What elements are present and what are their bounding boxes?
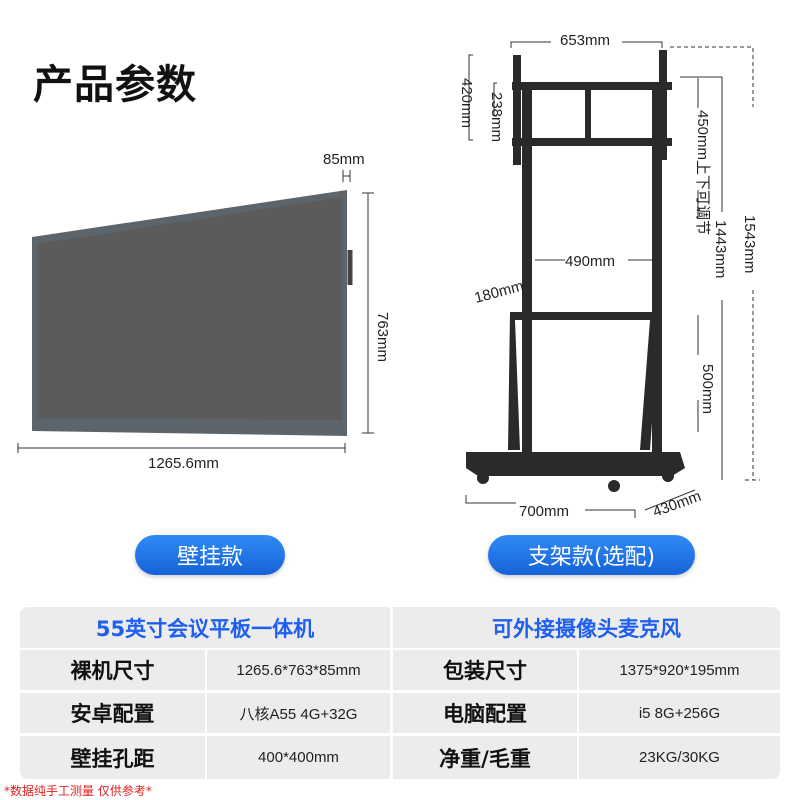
row-label: 净重/毛重 bbox=[393, 736, 577, 779]
top-width-label: 653mm bbox=[560, 32, 610, 49]
row-value: 1375*920*195mm bbox=[579, 650, 780, 690]
row-value: 400*400mm bbox=[207, 736, 390, 779]
row-label: 包装尺寸 bbox=[393, 650, 577, 690]
row-value: 23KG/30KG bbox=[579, 736, 780, 779]
page-title: 产品参数 bbox=[33, 62, 197, 108]
row-label: 电脑配置 bbox=[393, 693, 577, 733]
row-label: 壁挂孔距 bbox=[20, 736, 205, 779]
wall-mount-button[interactable]: 壁挂款 bbox=[135, 535, 285, 575]
row-label: 安卓配置 bbox=[20, 693, 205, 733]
depth-label: 85mm bbox=[323, 151, 365, 168]
hole-span-label: 238mm bbox=[488, 92, 505, 142]
row-value: i5 8G+256G bbox=[579, 693, 780, 733]
stand-image bbox=[466, 50, 685, 492]
height-label: 763mm bbox=[374, 312, 391, 362]
product-illustrations: 85mm 763mm 1265.6mm 653mm 420mm 238mm 45… bbox=[17, 32, 760, 521]
inner-width-label: 490mm bbox=[565, 253, 615, 270]
pole-height-label: 1443mm bbox=[712, 220, 729, 278]
base-depth-label: 430mm bbox=[651, 488, 704, 521]
shelf-depth-label: 180mm bbox=[473, 277, 526, 306]
shelf-height-label: 500mm bbox=[699, 364, 716, 414]
spec-table: 55英寸会议平板一体机 可外接摄像头麦克风 裸机尺寸 1265.6*763*85… bbox=[20, 607, 780, 779]
table-header-tablet: 55英寸会议平板一体机 bbox=[20, 607, 390, 648]
table-header-camera: 可外接摄像头麦克风 bbox=[393, 607, 780, 648]
row-label: 裸机尺寸 bbox=[20, 650, 205, 690]
row-value: 1265.6*763*85mm bbox=[207, 650, 390, 690]
total-height-label: 1543mm bbox=[741, 215, 758, 273]
base-width-label: 700mm bbox=[519, 503, 569, 520]
stand-button[interactable]: 支架款(选配) bbox=[488, 535, 695, 575]
bracket-height-label: 420mm bbox=[458, 78, 475, 128]
adjust-range-label: 450mm上下可调节 bbox=[694, 110, 711, 235]
tv-panel-image bbox=[32, 190, 353, 436]
disclaimer-note: *数据纯手工测量 仅供参考* bbox=[4, 784, 152, 798]
row-value: 八核A55 4G+32G bbox=[207, 693, 390, 733]
width-label: 1265.6mm bbox=[148, 455, 219, 472]
